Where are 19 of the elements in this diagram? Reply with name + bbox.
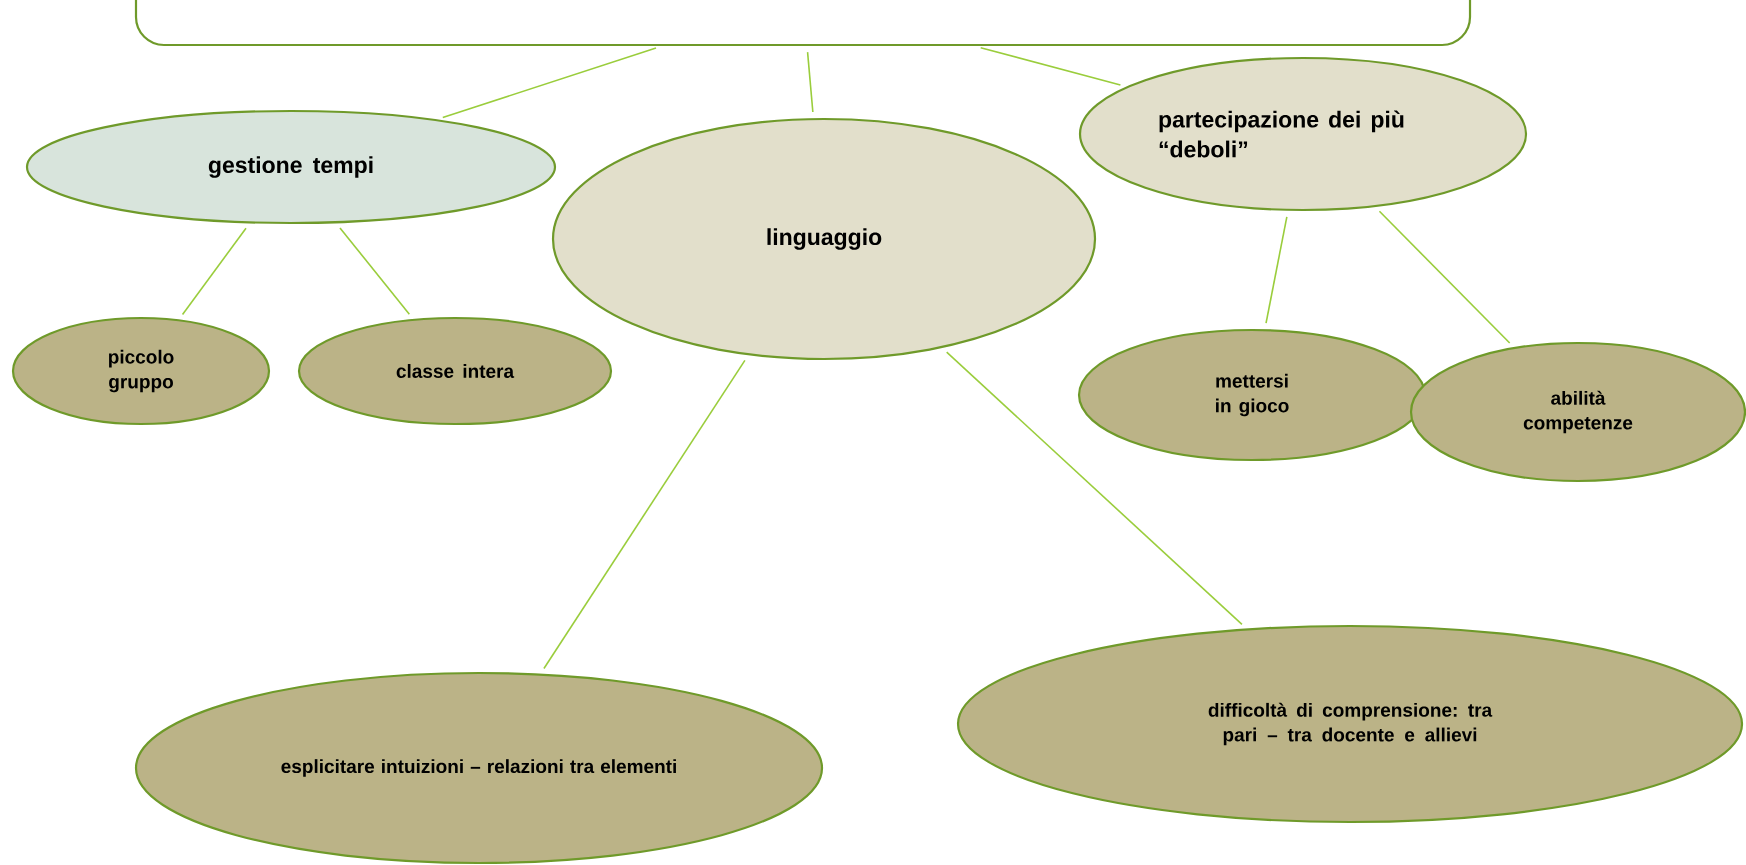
connector-line [543, 359, 746, 670]
ellipse-node: piccolo gruppo [11, 316, 271, 426]
connector-line [806, 51, 814, 113]
ellipse-node: gestione tempi [25, 109, 557, 225]
connector-line [339, 227, 411, 315]
ellipse-node: linguaggio [551, 117, 1097, 361]
connector-line [945, 351, 1243, 626]
connector-line [441, 47, 657, 119]
connector-line [1265, 216, 1288, 324]
connector-line [1378, 210, 1511, 344]
ellipse-node: abilità competenze [1409, 341, 1746, 483]
ellipse-node: esplicitare intuizioni – relazioni tra elementi [134, 671, 824, 865]
connector-line [979, 46, 1122, 86]
ellipse-node: partecipazione dei più “deboli” [1078, 56, 1528, 212]
ellipse-node: mettersi in gioco [1077, 328, 1427, 462]
ellipse-node: difficoltà di comprensione: tra pari – tra docente e allievi [956, 624, 1744, 824]
rounded-box [134, 0, 1472, 47]
connector-line [181, 227, 247, 316]
ellipse-node: classe intera [297, 316, 613, 426]
